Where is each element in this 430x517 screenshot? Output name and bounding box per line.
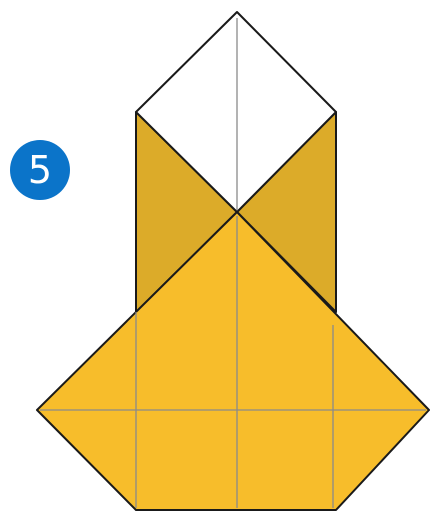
- step-number-label: 5: [28, 151, 52, 189]
- front-panel: [37, 212, 429, 510]
- step-number-badge: 5: [10, 140, 70, 200]
